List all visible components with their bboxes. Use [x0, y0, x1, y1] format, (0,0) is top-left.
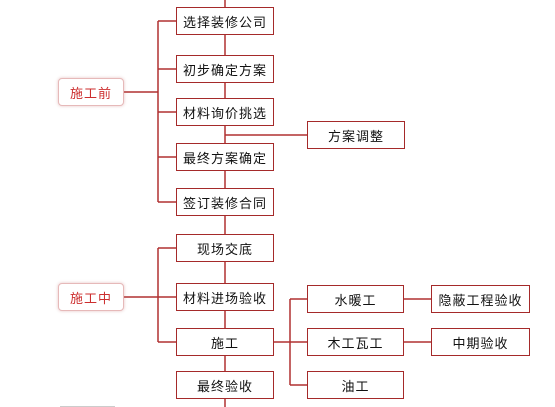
phase-before-label: 施工前	[58, 78, 124, 106]
step-construction: 施工	[176, 328, 274, 356]
step-final-plan: 最终方案确定	[176, 143, 274, 171]
step-final-acceptance: 最终验收	[176, 371, 274, 399]
step-select-company: 选择装修公司	[176, 7, 274, 35]
step-site-handover: 现场交底	[176, 234, 274, 262]
step-sign-contract: 签订装修合同	[176, 188, 274, 216]
step-painting: 油工	[307, 371, 404, 399]
phase-during-label: 施工中	[58, 283, 124, 311]
step-plan-adjust: 方案调整	[307, 121, 405, 149]
step-mid-term-acceptance: 中期验收	[431, 328, 530, 356]
step-plumbing-electrical: 水暖工	[307, 285, 404, 313]
step-carpentry-masonry: 木工瓦工	[307, 328, 404, 356]
step-material-acceptance: 材料进场验收	[176, 283, 274, 311]
step-hidden-works-acceptance: 隐蔽工程验收	[431, 285, 530, 313]
step-preliminary-plan: 初步确定方案	[176, 55, 274, 83]
step-material-inquiry: 材料询价挑选	[176, 98, 274, 126]
